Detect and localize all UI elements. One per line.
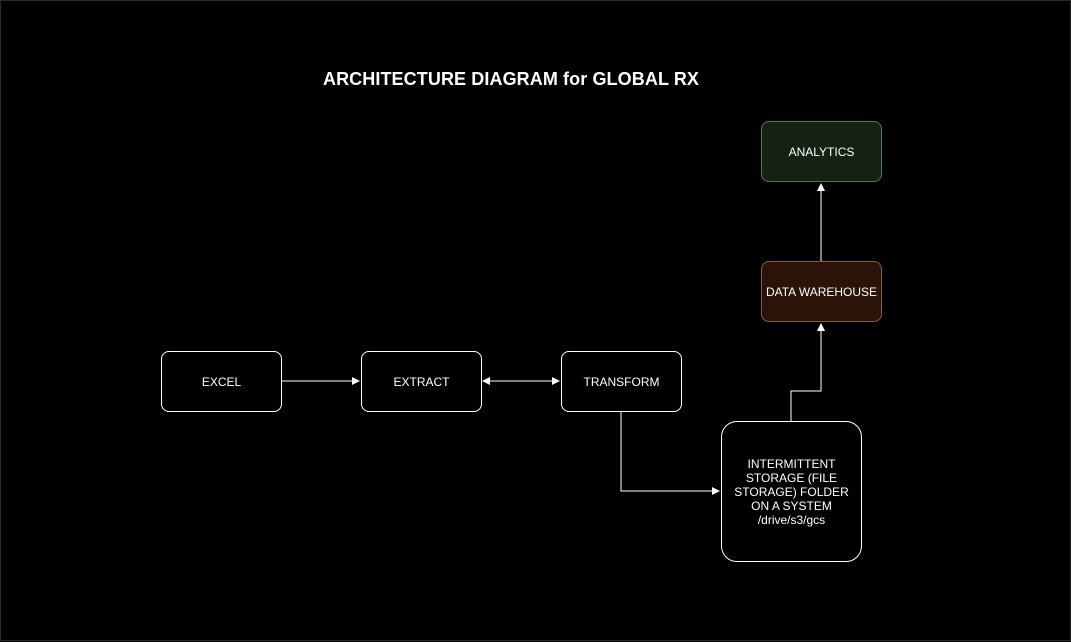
node-transform[interactable]: TRANSFORM	[561, 351, 682, 412]
node-data-warehouse[interactable]: DATA WAREHOUSE	[761, 261, 882, 322]
edge-transform-to-storage	[620, 412, 720, 495]
node-excel[interactable]: EXCEL	[161, 351, 282, 412]
diagram-title: ARCHITECTURE DIAGRAM for GLOBAL RX	[322, 69, 700, 89]
node-intermittent-storage[interactable]: INTERMITTENT STORAGE (FILE STORAGE) FOLD…	[721, 421, 862, 562]
edge-storage-to-warehouse	[790, 323, 825, 421]
node-analytics[interactable]: ANALYTICS	[761, 121, 882, 182]
node-extract[interactable]: EXTRACT	[361, 351, 482, 412]
